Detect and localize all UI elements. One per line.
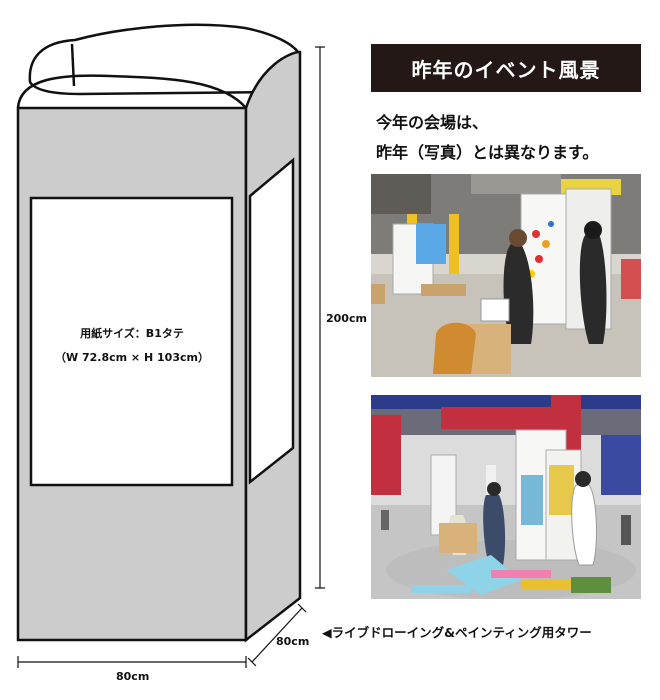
tower-top-curve [16, 74, 247, 109]
tower-top-left-fin [70, 43, 76, 87]
event-photo-1 [371, 174, 641, 377]
width-label: 80cm [116, 670, 150, 683]
tower-caption: ◀ライブドローイング&ペインティング用タワー [322, 622, 592, 641]
banner-title: 昨年のイベント風景 [411, 57, 601, 82]
paper-dims-label: （W 72.8cm × H 103cm） [55, 351, 209, 364]
paper-size-label: 用紙サイズ：B1タテ [80, 327, 184, 340]
caption-text: ライブドローイング&ペインティング用タワー [331, 625, 592, 640]
notice-line-1: 今年の会場は、 [376, 113, 489, 132]
height-label: 200cm [326, 312, 367, 325]
depth-label: 80cm [276, 635, 310, 648]
venue-notice: 今年の会場は、 昨年（写真）とは異なります。 [376, 108, 646, 168]
tower-diagram [16, 23, 325, 668]
notice-line-2: 昨年（写真）とは異なります。 [376, 143, 599, 162]
paper-spec-text: 用紙サイズ：B1タテ （W 72.8cm × H 103cm） [36, 322, 228, 370]
side-paper-area [248, 157, 295, 485]
caption-arrow-icon: ◀ [322, 625, 332, 640]
event-photo-2 [371, 395, 641, 599]
front-paper-area [29, 196, 234, 487]
event-banner: 昨年のイベント風景 [371, 44, 641, 92]
